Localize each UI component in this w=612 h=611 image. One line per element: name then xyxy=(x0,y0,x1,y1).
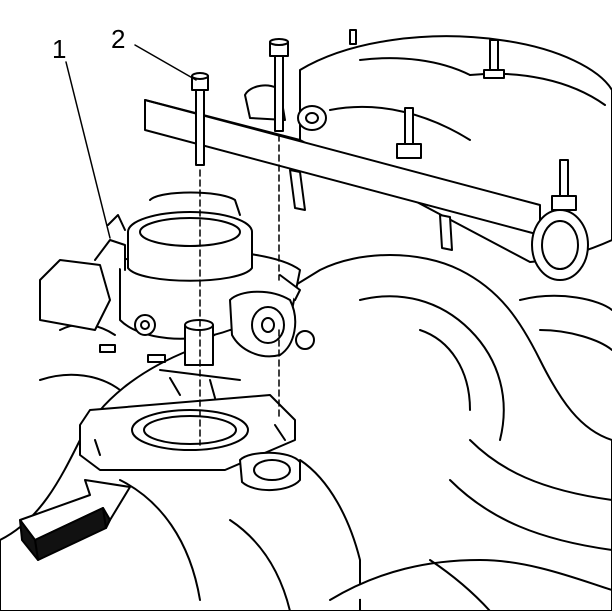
throttle-body-gasket xyxy=(79,394,301,492)
manifold-studs xyxy=(349,29,577,211)
fuel-rail xyxy=(144,84,589,281)
throttle-body xyxy=(39,191,315,399)
callout-leaders xyxy=(65,44,197,239)
callout-label-2: 2 xyxy=(111,24,126,54)
direction-arrow-icon xyxy=(19,479,131,561)
mounting-bolts xyxy=(191,38,289,446)
callout-label-1: 1 xyxy=(52,34,67,64)
